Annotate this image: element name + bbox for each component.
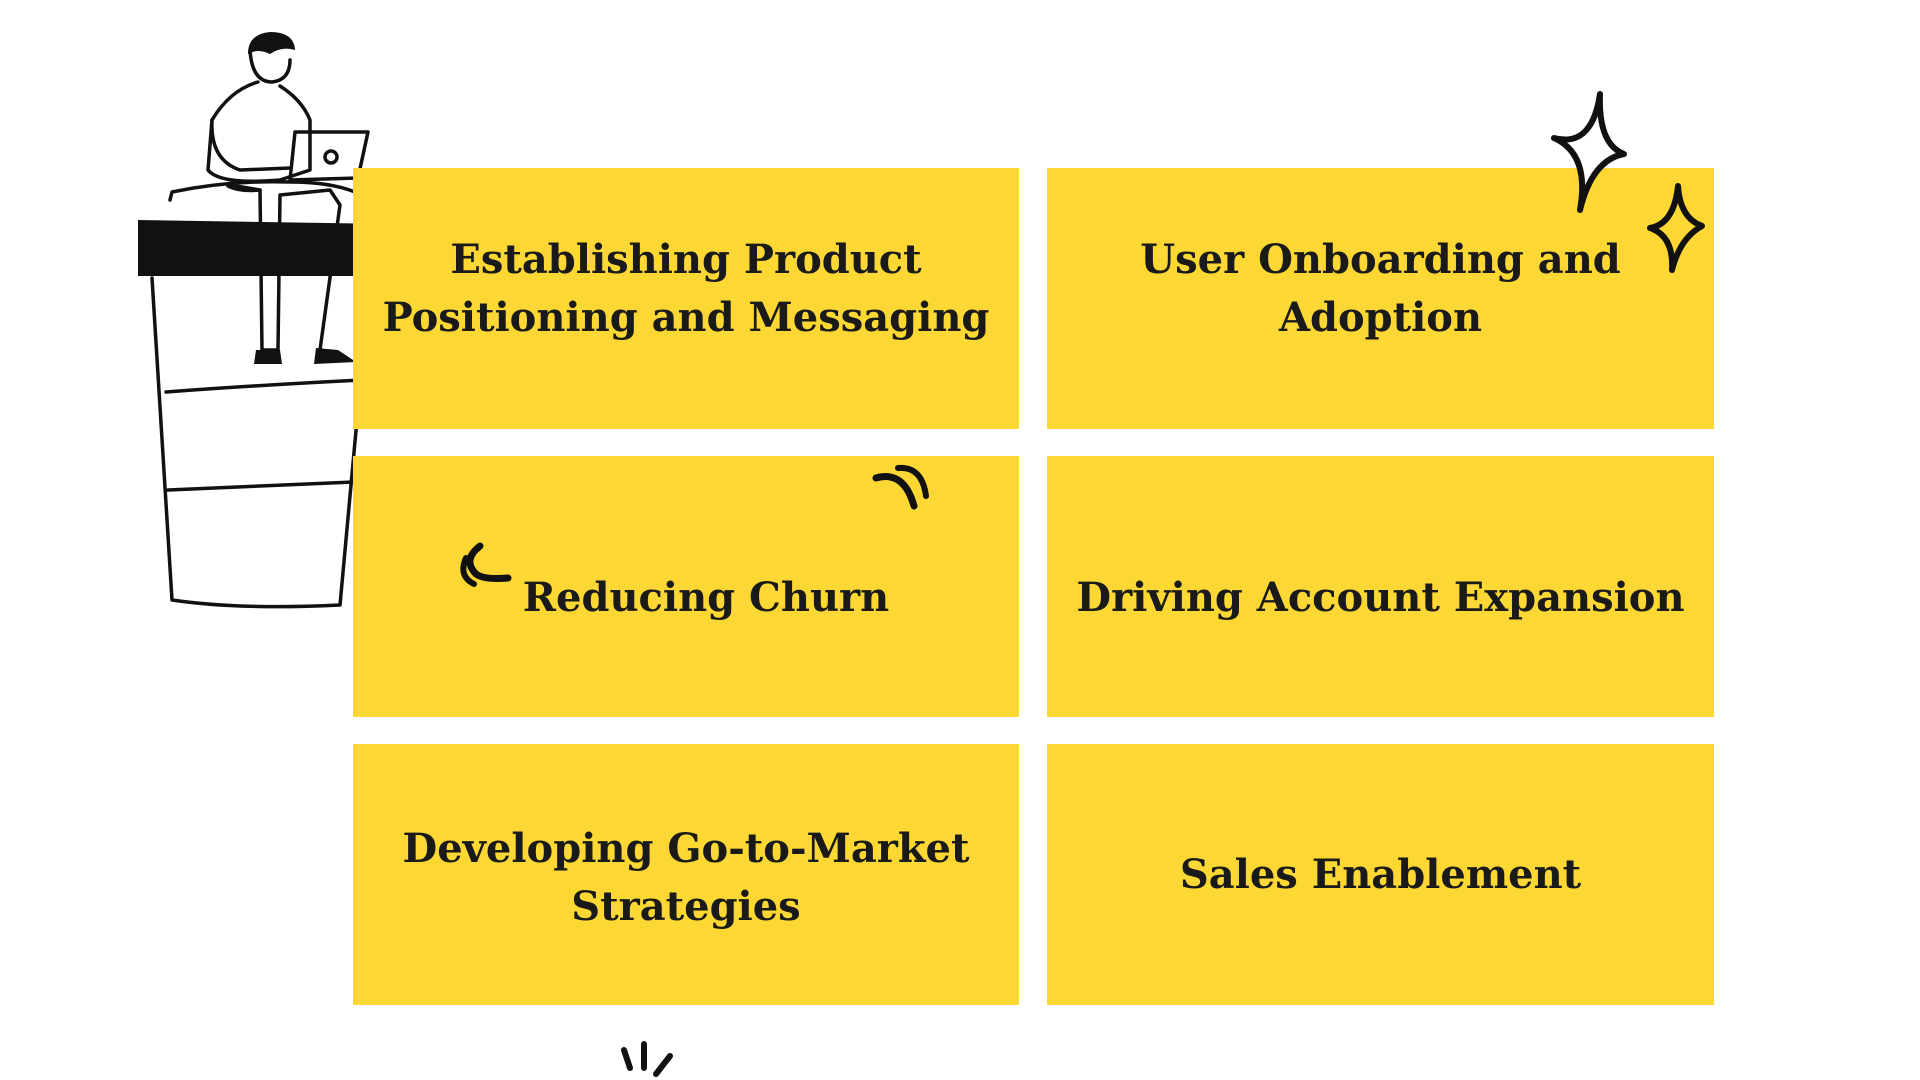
- tile-label: Sales Enablement: [1179, 850, 1582, 898]
- tile-product-positioning: Establishing Product Positioning and Mes…: [353, 168, 1019, 429]
- tile-account-expansion: Driving Account Expansion: [1047, 456, 1714, 717]
- tile-label: User Onboarding and Adoption: [1140, 235, 1621, 341]
- burst-icon: [621, 1041, 673, 1077]
- tile-label: Developing Go-to-Market Strategies: [402, 824, 970, 930]
- tile-label: Reducing Churn: [522, 573, 890, 621]
- swoosh-icon: [872, 464, 929, 510]
- person-on-coffee-cup-illustration: [138, 32, 392, 609]
- tile-label: Driving Account Expansion: [1076, 573, 1685, 621]
- tile-user-onboarding: User Onboarding and Adoption: [1047, 168, 1714, 429]
- sparkle-icon: [1647, 183, 1705, 273]
- tile-go-to-market: Developing Go-to-Market Strategies: [353, 744, 1019, 1005]
- tile-label: Establishing Product Positioning and Mes…: [382, 235, 990, 341]
- tile-reducing-churn: Reducing Churn: [353, 456, 1019, 717]
- swoosh-icon: [460, 542, 512, 587]
- sparkle-icon: [1551, 91, 1627, 213]
- tile-sales-enablement: Sales Enablement: [1047, 744, 1714, 1005]
